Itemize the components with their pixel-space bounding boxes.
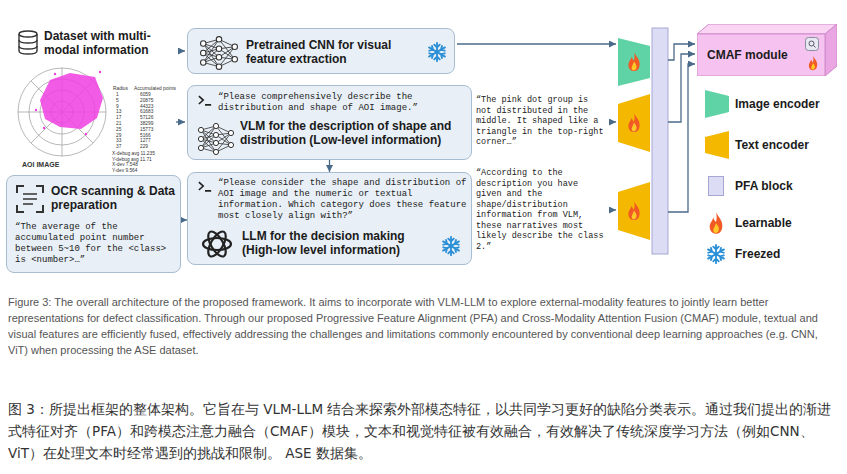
table-cell: 33	[116, 138, 121, 143]
stat-text: X-debug avg 11.235	[112, 151, 155, 156]
table-cell: 229	[140, 144, 148, 149]
table-cell: 5	[116, 98, 119, 103]
cmaf-module: CMAF module	[697, 24, 837, 76]
table-cell: 29	[116, 133, 121, 138]
image-encoder-sample	[705, 90, 729, 118]
llm-icon	[200, 227, 234, 261]
module-title: CMAF module	[707, 48, 803, 62]
table-cell: 15773	[140, 127, 153, 132]
box-title: Pretrained CNN for visual feature extrac…	[246, 38, 424, 66]
table-cell: 1	[116, 92, 119, 97]
network-icon	[198, 35, 240, 71]
fusion-lines	[668, 44, 695, 212]
legend-swatch	[708, 176, 724, 196]
flow-arrow	[329, 160, 330, 172]
ocr-box: OCR scanning & Data preparation “The aver…	[6, 175, 181, 273]
legend-text: Text encoder	[735, 138, 809, 152]
legend-text: PFA block	[735, 179, 793, 193]
prompt-text: “Please consider the shape and distribut…	[218, 178, 468, 222]
table-header: Accumulated points	[134, 86, 176, 91]
text-encoder	[618, 182, 650, 240]
box-title: LLM for the decision making (High-low le…	[242, 229, 432, 257]
encoder-shape	[705, 90, 729, 118]
text-encoder-sample	[705, 131, 729, 159]
encoder-shape	[705, 131, 729, 159]
database-icon	[19, 31, 37, 54]
example-text: “The average of the accumulated point nu…	[15, 222, 177, 266]
image-encoder	[618, 38, 650, 86]
table-cell: 1277	[140, 138, 151, 143]
box-title: OCR scanning & Data preparation	[51, 184, 177, 212]
frozen-sample	[705, 243, 727, 265]
module-side	[825, 24, 837, 76]
legend-text: Image encoder	[735, 97, 820, 111]
legend-text: Freezed	[735, 247, 780, 261]
figure-caption: Figure 3: The overall architecture of th…	[8, 294, 840, 358]
ocr-icon	[15, 184, 45, 214]
learnable-icon	[807, 55, 819, 71]
lens-icon	[805, 37, 819, 51]
stat-text: Y-debug avg 11.71	[112, 157, 152, 162]
table-cell: 13	[116, 109, 121, 114]
frozen-icon	[426, 41, 448, 63]
pfa-block	[652, 28, 668, 254]
table-header: Radius	[113, 86, 128, 91]
table-cell: 44323	[140, 104, 153, 109]
network-icon	[196, 122, 236, 156]
module-top	[697, 24, 837, 34]
table-cell: 57126	[140, 115, 153, 120]
frozen-icon	[440, 235, 462, 257]
model-box: Pretrained CNN for visual feature extrac…	[187, 28, 455, 74]
legend-text: Learnable	[735, 216, 792, 230]
stat-text: X-dev 7.548	[112, 162, 138, 167]
table-cell: 21	[116, 121, 121, 126]
table-cell: 25	[116, 127, 121, 132]
table-cell: 5166	[140, 133, 151, 138]
llm-output: “According to the description you have g…	[476, 168, 608, 252]
image-name: AOI IMAGE	[22, 161, 59, 169]
text-encoder	[618, 94, 650, 152]
model-box: “Please comprehensively describe the dis…	[187, 85, 472, 160]
prompt-icon	[198, 181, 212, 192]
prompt-text: “Please comprehensively describe the dis…	[218, 92, 466, 114]
table-cell: 17	[116, 115, 121, 120]
table-cell: 37	[116, 144, 121, 149]
table-cell: 6059	[140, 92, 151, 97]
table-cell: 61683	[140, 109, 153, 114]
model-box: “Please consider the shape and distribut…	[187, 172, 472, 265]
module-front	[697, 34, 825, 76]
prompt-icon	[198, 95, 212, 106]
table-cell: 20875	[140, 98, 153, 103]
table-cell: 9	[116, 104, 119, 109]
radar-plot	[18, 68, 106, 156]
caption-translation: 图 3：所提出框架的整体架构。它旨在与 VLM-LLM 结合来探索外部模态特征，…	[8, 398, 840, 464]
stat-text: Y-dev 9.564	[112, 168, 137, 173]
learnable-sample	[707, 211, 725, 235]
table-cell: 38299	[140, 121, 153, 126]
vlm-output: “The pink dot group is not distributed i…	[476, 95, 608, 148]
box-title: VLM for the description of shape and dis…	[240, 119, 468, 147]
dataset-label: Dataset with multi-modal information	[44, 29, 180, 57]
